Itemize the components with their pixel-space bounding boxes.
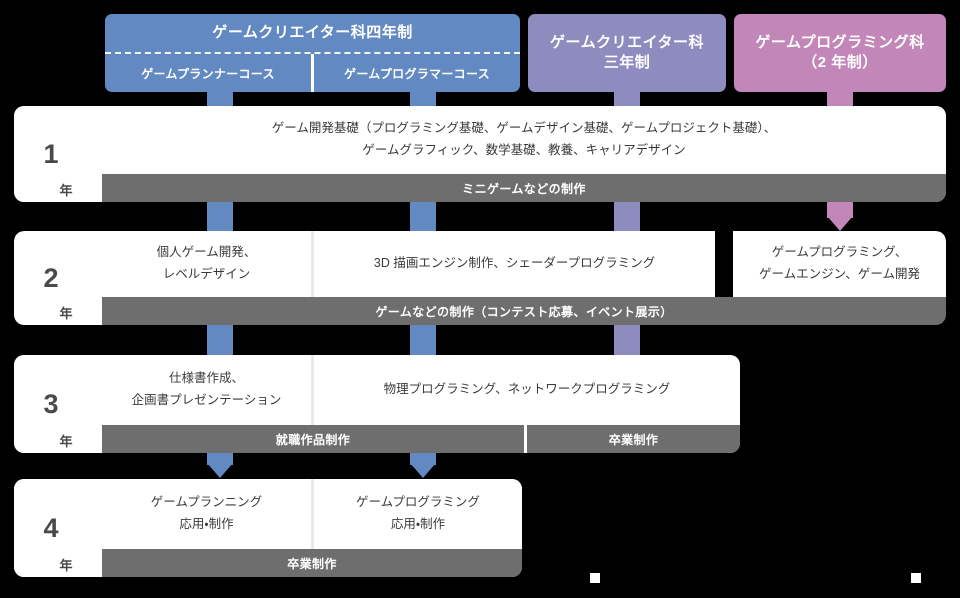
year-4-bars: 卒業制作 — [102, 549, 522, 577]
cell-y1-common[interactable]: ゲーム開発基礎（プログラミング基礎、ゲームデザイン基礎、ゲームプロジェクト基礎）… — [102, 106, 946, 174]
header-title-line1: ゲームクリエイター科 — [550, 33, 704, 51]
cell-line-2: レベルデザイン — [162, 267, 251, 281]
cell-line-1: 物理プログラミング、ネットワークプログラミング — [383, 382, 671, 397]
arrowhead-planner-year4 — [207, 463, 233, 478]
year-number: 2 — [43, 262, 58, 293]
connector-programming2y-year1-year2 — [827, 202, 853, 218]
year-unit: 年 — [59, 558, 73, 573]
cell-line-1: ゲームプランニング — [150, 495, 263, 510]
arrowhead-programmer-year4 — [410, 463, 436, 478]
bottom-mark-right — [911, 573, 921, 583]
year-4-body: ゲームプランニング 応用・制作 ゲームプログラミング 応用・制作 卒業制作 — [102, 479, 522, 577]
connector-planner-year3-year4 — [207, 453, 233, 465]
connector-creator3y-year1-year2 — [614, 202, 640, 232]
cell-line-1: ゲームプログラミング、 — [771, 245, 908, 260]
year-number: 4 — [43, 512, 58, 543]
year-row-2: 2 年 個人ゲーム開発、 レベルデザイン 3D 描画エンジン制作、シェーダープロ… — [14, 231, 946, 325]
connector-programmer-to-year1 — [410, 88, 436, 108]
year-unit: 年 — [59, 306, 73, 321]
header-course-planner[interactable]: ゲームプランナーコース — [141, 66, 275, 81]
year-2-bars: ゲームなどの制作（コンテスト応募、イベント展示） — [102, 297, 946, 325]
header-title-game-creator-3y: ゲームクリエイター科 三年制 — [528, 14, 726, 92]
year-3-body: 仕様書作成、 企画書プレゼンテーション 物理プログラミング、ネットワークプログラ… — [102, 355, 740, 453]
connector-planner-to-year1 — [207, 88, 233, 108]
header-course-split: ゲームプランナーコース ゲームプログラマーコース — [105, 52, 520, 92]
cell-line-1: ゲームプログラミング — [356, 495, 480, 510]
year-1-bars: ミニゲームなどの制作 — [102, 174, 946, 202]
cell-line-1: 仕様書作成、 — [168, 371, 244, 386]
year-label-2: 2 年 — [14, 231, 102, 325]
bar-y3-job[interactable]: 就職作品制作 — [102, 425, 524, 453]
header-title-game-programming-2y: ゲームプログラミング科 （2 年制） — [734, 14, 946, 92]
cell-line-1: 3D 描画エンジン制作、シェーダープログラミング — [373, 256, 656, 271]
cell-y3-programmer[interactable]: 物理プログラミング、ネットワークプログラミング — [311, 355, 740, 425]
header-course-game-creator-3y[interactable]: ゲームクリエイター科 三年制 — [528, 14, 726, 92]
year-number: 3 — [43, 388, 58, 419]
cell-line-2: 応用・制作 — [390, 517, 446, 531]
header-course-programmer[interactable]: ゲームプログラマーコース — [311, 54, 520, 92]
cell-y3-planner[interactable]: 仕様書作成、 企画書プレゼンテーション — [102, 355, 311, 425]
connector-programmer-year1-year2 — [410, 202, 436, 232]
year-label-3: 3 年 — [14, 355, 102, 453]
connector-planner-year2-year3 — [207, 325, 233, 355]
bar-y2-contest[interactable]: ゲームなどの制作（コンテスト応募、イベント展示） — [102, 297, 946, 325]
year-3-cells: 仕様書作成、 企画書プレゼンテーション 物理プログラミング、ネットワークプログラ… — [102, 355, 740, 425]
header-course-game-programming-2y[interactable]: ゲームプログラミング科 （2 年制） — [734, 14, 946, 92]
cell-y2-programmer[interactable]: 3D 描画エンジン制作、シェーダープログラミング — [311, 231, 715, 297]
year-1-cells: ゲーム開発基礎（プログラミング基礎、ゲームデザイン基礎、ゲームプロジェクト基礎）… — [102, 106, 946, 174]
bar-y3-grad[interactable]: 卒業制作 — [524, 425, 740, 453]
cell-y2-programming-dept[interactable]: ゲームプログラミング、 ゲームエンジン、ゲーム開発 — [733, 231, 946, 297]
cell-y2-gap — [715, 231, 733, 297]
cell-line-2: 企画書プレゼンテーション — [131, 393, 282, 407]
year-2-cells: 個人ゲーム開発、 レベルデザイン 3D 描画エンジン制作、シェーダープログラミン… — [102, 231, 946, 297]
cell-y4-planning[interactable]: ゲームプランニング 応用・制作 — [102, 479, 311, 549]
year-4-cells: ゲームプランニング 応用・制作 ゲームプログラミング 応用・制作 — [102, 479, 522, 549]
year-label-4: 4 年 — [14, 479, 102, 577]
cell-line-2: 応用・制作 — [179, 517, 234, 531]
year-2-body: 個人ゲーム開発、 レベルデザイン 3D 描画エンジン制作、シェーダープログラミン… — [102, 231, 946, 325]
header-title-line2: 三年制 — [603, 54, 651, 71]
year-row-1: 1 年 ゲーム開発基礎（プログラミング基礎、ゲームデザイン基礎、ゲームプロジェク… — [14, 106, 946, 202]
cell-line-1: 個人ゲーム開発、 — [156, 245, 257, 260]
cell-line-1: ゲーム開発基礎（プログラミング基礎、ゲームデザイン基礎、ゲームプロジェクト基礎）… — [271, 121, 777, 136]
header-title-game-creator-4y: ゲームクリエイター科四年制 — [212, 23, 413, 41]
year-1-body: ゲーム開発基礎（プログラミング基礎、ゲームデザイン基礎、ゲームプロジェクト基礎）… — [102, 106, 946, 202]
year-3-bars: 就職作品制作 卒業制作 — [102, 425, 740, 453]
year-number: 1 — [43, 138, 58, 169]
year-row-4: 4 年 ゲームプランニング 応用・制作 ゲームプログラミング 応用・制作 卒業制… — [14, 479, 522, 577]
connector-programming2y-to-year1 — [827, 88, 853, 108]
header-course-game-creator-4y[interactable]: ゲームクリエイター科四年制 ゲームプランナーコース ゲームプログラマーコース — [105, 14, 520, 92]
connector-creator3y-to-year1 — [614, 88, 640, 108]
cell-line-2: ゲームエンジン、ゲーム開発 — [758, 267, 920, 281]
connector-programmer-year3-year4 — [410, 453, 436, 465]
year-label-1: 1 年 — [14, 106, 102, 202]
connector-creator3y-year2-year3 — [614, 325, 640, 355]
bar-y1-minigame[interactable]: ミニゲームなどの制作 — [102, 174, 946, 202]
year-unit: 年 — [59, 434, 73, 449]
connector-programmer-year2-year3 — [410, 325, 436, 355]
cell-y2-planner[interactable]: 個人ゲーム開発、 レベルデザイン — [102, 231, 311, 297]
year-row-3: 3 年 仕様書作成、 企画書プレゼンテーション 物理プログラミング、ネットワーク… — [14, 355, 740, 453]
bottom-mark-left — [590, 573, 600, 583]
header-title-line2: （2 年制） — [802, 54, 878, 71]
header-title-line1: ゲームプログラミング科 — [755, 33, 925, 51]
arrowhead-programming2y-year2 — [827, 216, 853, 231]
bar-y4-grad[interactable]: 卒業制作 — [102, 549, 522, 577]
connector-planner-year1-year2 — [207, 202, 233, 232]
cell-line-2: ゲームグラフィック、数学基礎、教養、キャリアデザイン — [362, 143, 686, 157]
cell-y4-programming[interactable]: ゲームプログラミング 応用・制作 — [311, 479, 522, 549]
year-unit: 年 — [59, 183, 73, 198]
